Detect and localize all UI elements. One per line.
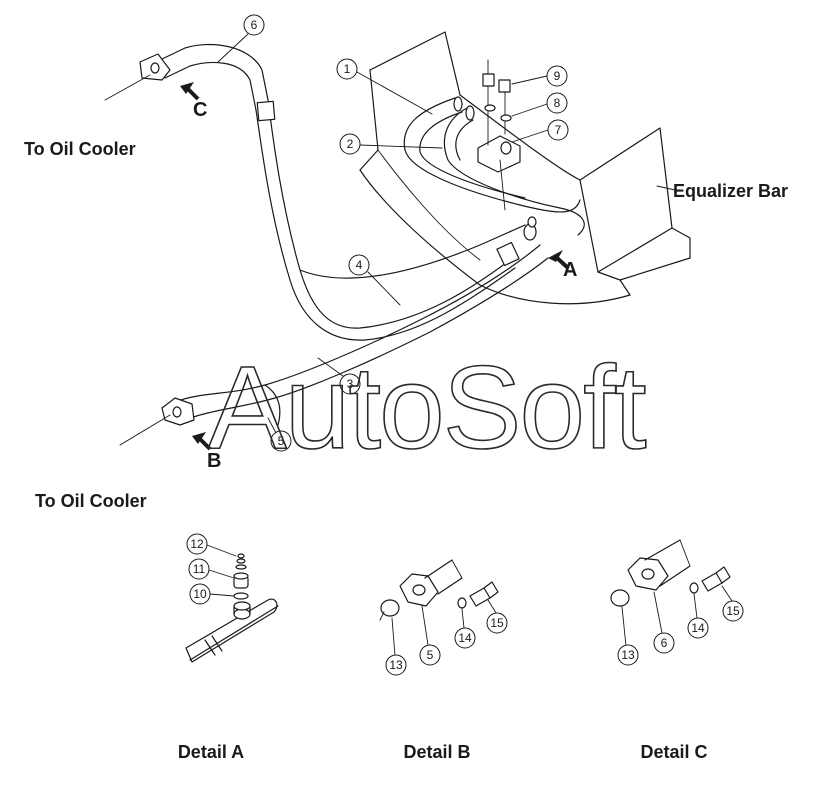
detail-b-drawing (379, 559, 499, 621)
hose-2 (443, 105, 585, 236)
svg-text:10: 10 (193, 587, 207, 601)
arrow-c-icon (180, 82, 200, 101)
svg-text:12: 12 (190, 537, 204, 551)
svg-text:3: 3 (347, 377, 354, 391)
svg-text:13: 13 (621, 648, 635, 662)
callout-13-b: 13 (385, 617, 407, 676)
svg-text:2: 2 (347, 137, 354, 151)
svg-text:15: 15 (726, 604, 740, 618)
hose-4 (299, 216, 537, 279)
callout-6-c: 6 (653, 591, 675, 654)
svg-text:5: 5 (278, 434, 285, 448)
callout-8: 8 (511, 92, 568, 117)
detail-b-label: Detail B (403, 742, 470, 762)
callout-1: 1 (336, 58, 433, 115)
callout-5-b: 5 (419, 605, 441, 666)
callout-10: 10 (189, 583, 235, 605)
arrow-a-icon (548, 250, 570, 270)
callout-14-b: 14 (454, 608, 476, 649)
to-oil-cooler-top-label: To Oil Cooler (24, 139, 136, 159)
svg-text:1: 1 (344, 62, 351, 76)
arrow-a-label: A (563, 259, 577, 281)
callout-9: 9 (511, 65, 568, 87)
hose-6 (104, 43, 516, 341)
arrow-b-label: B (207, 450, 221, 472)
callout-7: 7 (511, 119, 569, 143)
hose-1 (403, 96, 581, 213)
callout-6: 6 (217, 14, 265, 63)
callout-4: 4 (348, 254, 401, 306)
hose-3 (119, 244, 549, 446)
svg-text:13: 13 (389, 658, 403, 672)
callout-5: 5 (267, 417, 292, 452)
svg-text:9: 9 (554, 69, 561, 83)
detail-a-label: Detail A (178, 742, 244, 762)
svg-text:5: 5 (427, 648, 434, 662)
callout-12: 12 (186, 533, 237, 557)
callout-15-c: 15 (721, 585, 744, 622)
callout-14-c: 14 (687, 593, 709, 639)
bracket-assembly (477, 59, 521, 211)
equalizer-bar-label: Equalizer Bar (673, 181, 788, 201)
svg-text:6: 6 (661, 636, 668, 650)
to-oil-cooler-bottom-label: To Oil Cooler (35, 491, 147, 511)
callout-15-b: 15 (486, 599, 508, 634)
watermark: AutoSoft (208, 342, 646, 474)
callout-2: 2 (339, 133, 443, 155)
svg-text:14: 14 (691, 621, 705, 635)
detail-a-drawing (185, 553, 279, 663)
callout-13-c: 13 (617, 606, 639, 666)
svg-text:15: 15 (490, 616, 504, 630)
detail-c-drawing (610, 539, 731, 607)
frame-structure (359, 31, 691, 305)
svg-text:4: 4 (356, 258, 363, 272)
arrow-c-label: C (193, 99, 207, 121)
svg-text:14: 14 (458, 631, 472, 645)
arrow-b-icon (192, 432, 212, 451)
svg-text:6: 6 (251, 18, 258, 32)
svg-text:7: 7 (555, 123, 562, 137)
callout-3: 3 (317, 357, 361, 395)
callout-11: 11 (188, 558, 235, 580)
svg-text:11: 11 (193, 562, 206, 576)
detail-c-label: Detail C (640, 742, 707, 762)
svg-text:8: 8 (554, 96, 561, 110)
